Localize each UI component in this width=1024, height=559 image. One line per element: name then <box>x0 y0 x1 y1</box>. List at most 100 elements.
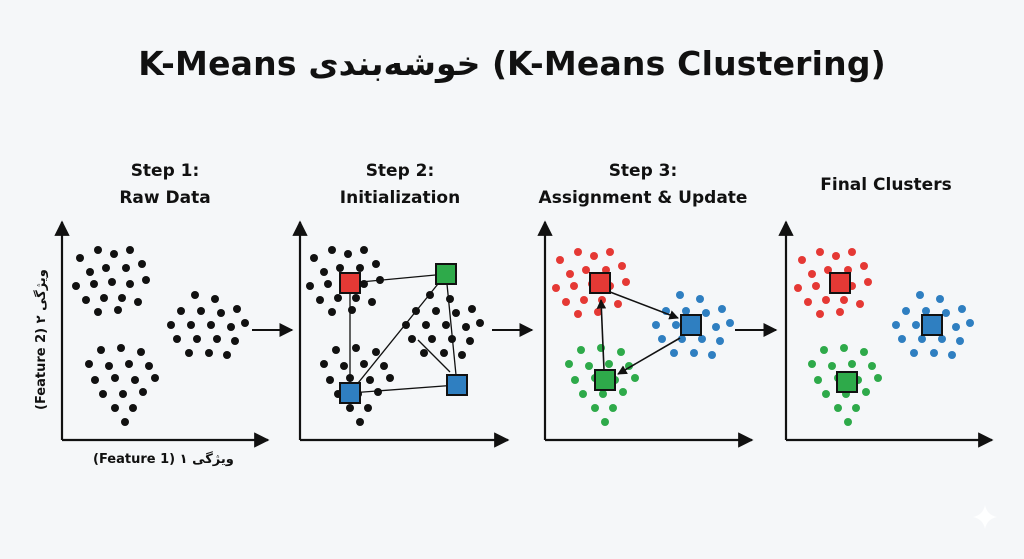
init-cluster-b-point <box>466 337 474 345</box>
raw-cluster-c-point <box>99 390 107 398</box>
assign-cluster-red-point <box>594 308 602 316</box>
raw-cluster-b-point <box>193 335 201 343</box>
init-cluster-c-point <box>386 374 394 382</box>
init-cluster-c-point <box>374 388 382 396</box>
final-cluster-red-point <box>798 256 806 264</box>
raw-cluster-a-point <box>118 294 126 302</box>
raw-cluster-c-point <box>85 360 93 368</box>
assign-cluster-red-point <box>574 310 582 318</box>
init-cluster-b-point <box>420 349 428 357</box>
raw-cluster-a-point <box>94 308 102 316</box>
init-cluster-c-point <box>326 376 334 384</box>
assign-cluster-red-point <box>570 282 578 290</box>
raw-cluster-a-point <box>94 246 102 254</box>
init-cluster-a-point <box>360 246 368 254</box>
raw-cluster-c-point <box>121 418 129 426</box>
init-cluster-c-point <box>320 360 328 368</box>
final-cluster-blue-point <box>938 335 946 343</box>
assign-cluster-blue-point <box>698 335 706 343</box>
final-cluster-green-point <box>808 360 816 368</box>
init-cluster-a-point <box>328 246 336 254</box>
raw-cluster-a-point <box>86 268 94 276</box>
final-cluster-green-point <box>834 404 842 412</box>
raw-cluster-b-point <box>187 321 195 329</box>
assign-cluster-blue-point <box>712 323 720 331</box>
raw-cluster-a-point <box>90 280 98 288</box>
step-1-line2: Raw Data <box>119 188 211 208</box>
init-cluster-a-point <box>336 264 344 272</box>
assign-cluster-green-point <box>577 346 585 354</box>
init-cluster-c-point <box>380 362 388 370</box>
assign-cluster-blue-point <box>676 291 684 299</box>
final-cluster-red-point <box>804 298 812 306</box>
init-link <box>349 273 447 394</box>
assign-centroid-red <box>589 272 611 294</box>
init-cluster-a-point <box>306 282 314 290</box>
raw-cluster-a-point <box>102 264 110 272</box>
assign-cluster-blue-point <box>726 319 734 327</box>
raw-cluster-a-point <box>138 260 146 268</box>
assign-cluster-red-point <box>622 278 630 286</box>
raw-cluster-b-point <box>217 309 225 317</box>
raw-cluster-c-point <box>91 376 99 384</box>
raw-cluster-b-point <box>207 321 215 329</box>
final-cluster-green-point <box>828 362 836 370</box>
raw-cluster-c-point <box>137 348 145 356</box>
assign-cluster-green-point <box>571 376 579 384</box>
init-cluster-a-point <box>320 268 328 276</box>
final-cluster-blue-point <box>922 307 930 315</box>
final-cluster-red-point <box>836 308 844 316</box>
raw-cluster-c-point <box>139 388 147 396</box>
final-cluster-blue-point <box>916 291 924 299</box>
assign-cluster-blue-point <box>696 295 704 303</box>
init-cluster-a-point <box>372 260 380 268</box>
raw-cluster-c-point <box>97 346 105 354</box>
raw-cluster-c-point <box>131 376 139 384</box>
raw-cluster-b-point <box>197 307 205 315</box>
final-centroid-red <box>829 272 851 294</box>
init-cluster-c-point <box>352 344 360 352</box>
assign-cluster-blue-point <box>708 351 716 359</box>
step-3-line1: Step 3: <box>608 161 678 181</box>
init-link <box>445 273 458 386</box>
assign-cluster-red-point <box>598 296 606 304</box>
raw-cluster-b-point <box>191 291 199 299</box>
assign-cluster-blue-point <box>682 307 690 315</box>
init-cluster-a-point <box>356 264 364 272</box>
init-link <box>417 339 451 373</box>
assign-cluster-red-point <box>606 248 614 256</box>
init-link <box>349 273 447 284</box>
raw-cluster-b-point <box>185 349 193 357</box>
final-cluster-blue-point <box>948 351 956 359</box>
raw-cluster-c-point <box>151 374 159 382</box>
init-cluster-b-point <box>422 321 430 329</box>
raw-cluster-a-point <box>76 254 84 262</box>
init-cluster-c-point <box>372 348 380 356</box>
step-2-line1: Step 2: <box>365 161 435 181</box>
raw-cluster-c-point <box>105 362 113 370</box>
init-cluster-a-point <box>324 280 332 288</box>
raw-cluster-b-point <box>167 321 175 329</box>
raw-cluster-a-point <box>100 294 108 302</box>
init-cluster-b-point <box>458 351 466 359</box>
init-centroid-blue <box>339 382 361 404</box>
final-cluster-green-point <box>874 374 882 382</box>
raw-cluster-b-point <box>223 351 231 359</box>
step-1-label: Step 1: Raw Data <box>55 158 275 212</box>
final-cluster-red-point <box>840 296 848 304</box>
step-1-line1: Step 1: <box>130 161 200 181</box>
final-cluster-blue-point <box>930 349 938 357</box>
assign-cluster-blue-point <box>658 335 666 343</box>
init-centroid-red <box>339 272 361 294</box>
assign-cluster-blue-point <box>718 305 726 313</box>
final-centroid-blue <box>921 314 943 336</box>
assign-centroid-green <box>594 369 616 391</box>
sparkle-icon <box>973 505 997 529</box>
step-2-line2: Initialization <box>339 188 461 208</box>
raw-cluster-b-point <box>177 307 185 315</box>
assign-cluster-green-point <box>617 348 625 356</box>
raw-cluster-a-point <box>114 306 122 314</box>
final-cluster-blue-point <box>936 295 944 303</box>
init-cluster-b-point <box>428 335 436 343</box>
